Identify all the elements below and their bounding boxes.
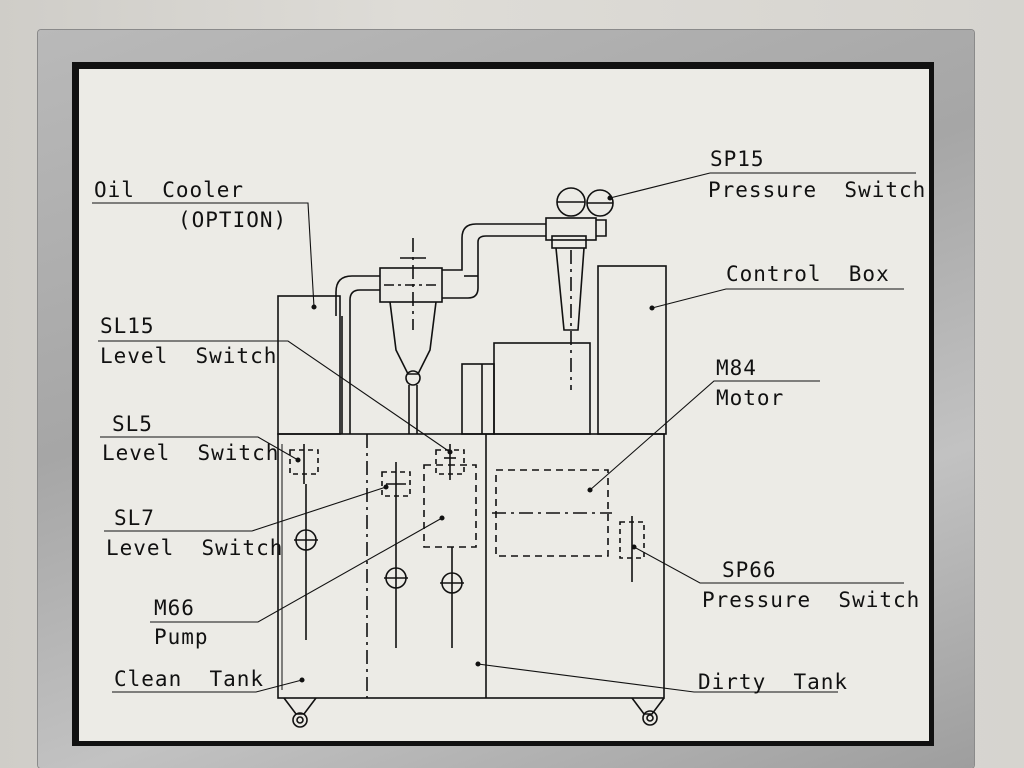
sl7-symbol: [381, 462, 411, 500]
clean-tank-label: Clean Tank: [114, 667, 265, 691]
dirty-tank-label: Dirty Tank: [698, 670, 849, 694]
oil-cooler-box: [277, 295, 341, 435]
filter-housing: [493, 342, 591, 435]
sp15-name: Pressure Switch: [708, 178, 927, 202]
right-wheel: [631, 697, 665, 726]
oil-cooler-option: (OPTION): [178, 208, 288, 232]
sl5-name: Level Switch: [102, 441, 280, 465]
sl15-code: SL15: [100, 314, 155, 338]
sp66-symbol: [619, 516, 645, 582]
sl7-code: SL7: [114, 506, 155, 530]
sp66-code: SP66: [722, 558, 777, 582]
sl7-name: Level Switch: [106, 536, 284, 560]
m84-name: Motor: [716, 386, 785, 410]
panel-background: [79, 69, 929, 741]
sl5-code: SL5: [112, 412, 153, 436]
sl5-symbol: [289, 444, 319, 484]
left-wheel: [283, 697, 317, 728]
m66-name: Pump: [154, 625, 209, 649]
m66-code: M66: [154, 596, 195, 620]
control-box-label: Control Box: [726, 262, 890, 286]
control-box-outline: [597, 265, 667, 435]
sp15-code: SP15: [710, 147, 765, 171]
sl15-symbol: [435, 444, 465, 480]
oil-cooler-label: Oil Cooler: [94, 178, 245, 202]
filter-body: [379, 267, 443, 303]
tank-body: [277, 433, 665, 699]
sl15-name: Level Switch: [100, 344, 278, 368]
leader-lines: [92, 172, 916, 693]
sp66-name: Pressure Switch: [702, 588, 921, 612]
m84-code: M84: [716, 356, 757, 380]
